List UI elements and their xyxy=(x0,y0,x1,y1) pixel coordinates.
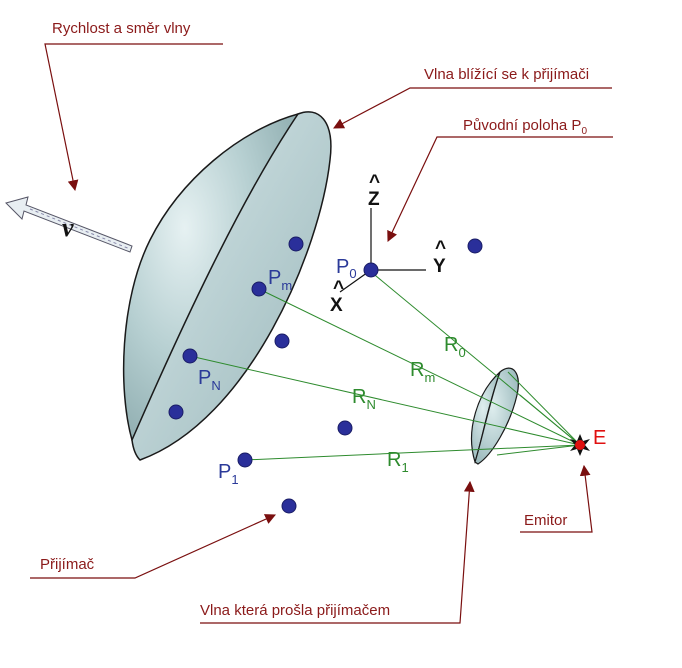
label-p0: P0 xyxy=(336,256,357,281)
receiver-points xyxy=(168,236,483,514)
passed-wave-shape xyxy=(471,367,519,465)
rn-line xyxy=(189,355,581,446)
point-top-right xyxy=(467,238,483,254)
axis-z-hat: ^ xyxy=(369,172,380,193)
callout-passed-line xyxy=(200,480,475,624)
callout-approaching-wave: Vlna blížící se k přijímači xyxy=(424,66,589,83)
axis-z-label: Z xyxy=(368,189,380,210)
point-pm xyxy=(251,281,267,297)
label-pn: PN xyxy=(198,367,221,393)
callout-lines xyxy=(30,43,613,624)
callout-emitter: Emitor xyxy=(524,512,567,529)
label-r1: R1 xyxy=(387,449,409,475)
label-pm: Pm xyxy=(268,267,292,293)
callout-emitter-line xyxy=(520,464,593,533)
callout-receiver: Přijímač xyxy=(40,556,95,573)
label-p1: P1 xyxy=(218,461,239,487)
callout-speed-line xyxy=(44,43,223,192)
label-rn: RN xyxy=(352,386,376,412)
axis-y-hat: ^ xyxy=(435,238,446,259)
callout-original-position: Původní poloha P0 xyxy=(463,117,587,137)
point-left xyxy=(168,404,184,420)
velocity-label: v xyxy=(62,213,74,242)
callout-receiver-line xyxy=(30,514,276,579)
velocity-arrow-icon xyxy=(5,196,133,253)
point-pn xyxy=(182,348,198,364)
axis-x-hat: ^ xyxy=(333,278,344,299)
callout-speed-direction: Rychlost a směr vlny xyxy=(52,20,191,37)
approaching-wave-shape xyxy=(122,111,332,461)
axis-x-label: X xyxy=(330,295,343,316)
emitter-label: E xyxy=(593,427,606,449)
r1-line xyxy=(244,444,581,461)
point-p1 xyxy=(237,452,253,468)
label-rm: Rm xyxy=(410,359,435,385)
callout-passed-wave: Vlna která prošla přijímačem xyxy=(200,602,390,619)
point-p0 xyxy=(363,262,379,278)
rm-line xyxy=(258,288,581,446)
label-r0: R0 xyxy=(444,334,466,360)
point-center xyxy=(337,420,353,436)
distance-lines xyxy=(189,270,581,461)
point-upper xyxy=(288,236,304,252)
emitter-star-icon xyxy=(570,434,590,456)
point-bottom xyxy=(281,498,297,514)
point-mid xyxy=(274,333,290,349)
axis-y-label: Y xyxy=(433,256,446,277)
callout-origin-line xyxy=(387,136,613,242)
callout-approach-line xyxy=(333,87,612,129)
